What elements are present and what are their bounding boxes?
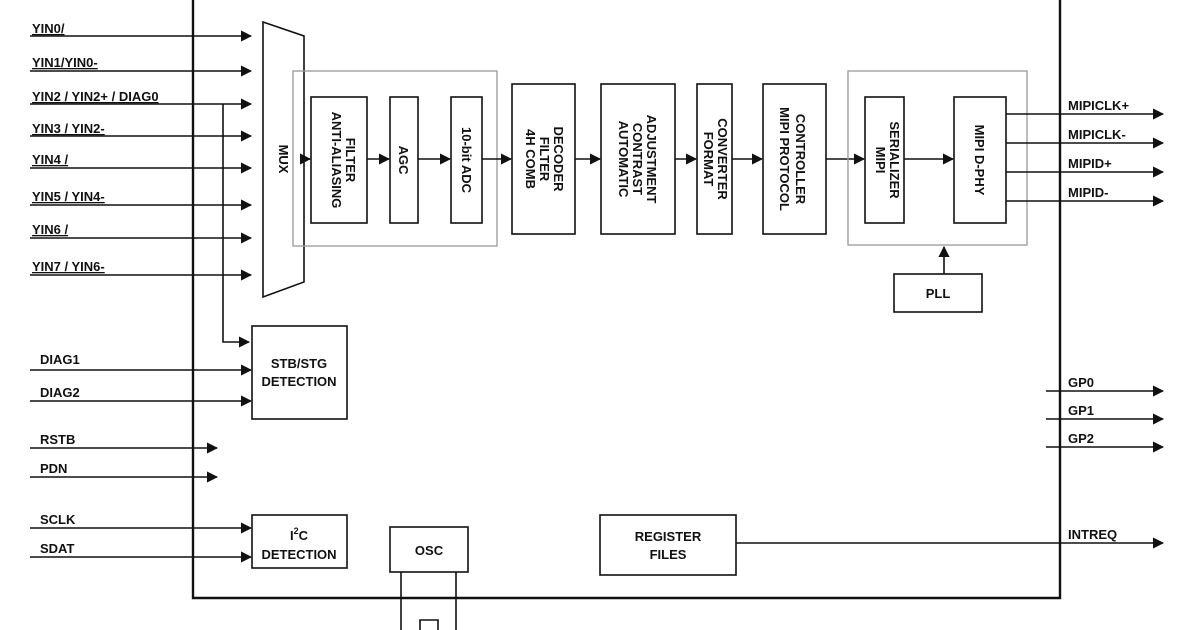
label-mipid-p: MIPID+ [1068,156,1112,171]
stb-stg-line1: STB/STG [271,356,327,371]
output-labels: MIPICLK+ MIPICLK- MIPID+ MIPID- GP0 GP1 … [1068,98,1129,542]
mux-label: MUX [276,145,291,174]
label-yin1: YIN1/YIN0- [32,55,98,70]
contrast-box [600,83,676,235]
mipi-dphy-label: MIPI D-PHY [972,125,987,196]
comb-filter-line1: 4H COMB [523,129,538,189]
input-wires [30,30,253,563]
contrast-line2: CONTRAST [630,123,645,195]
osc-block: OSC [389,526,469,630]
mux-block: MUX [262,20,305,299]
pll-box [893,273,983,313]
osc-box [389,526,469,573]
label-yin2: YIN2 / YIN2+ / DIAG0 [32,89,159,104]
format-line1: FORMAT [701,132,716,187]
adc-block: 10-bit ADC [450,96,483,224]
label-diag2: DIAG2 [40,385,80,400]
label-yin0: YIN0/ [32,21,65,36]
label-pdn: PDN [40,461,67,476]
mipi-output-group [847,70,1028,246]
label-yin6: YIN6 / [32,222,69,237]
anti-aliasing-filter-block: ANTI-ALIASING FILTER [310,96,368,224]
stb-stg-box [251,325,348,420]
label-sclk: SCLK [40,512,76,527]
mipi-dphy-box [953,96,1007,224]
comb-filter-decoder-block: 4H COMB FILTER DECODER [511,83,576,235]
input-labels: YIN0/ YIN1/YIN0- YIN2 / YIN2+ / DIAG0 YI… [32,21,159,556]
osc-crystal [419,619,439,630]
adc-box [450,96,483,224]
chip-outline [191,0,1062,600]
contrast-line1: AUTOMATIC [616,121,631,198]
i2c-detection-block: I2C DETECTION [251,514,348,569]
label-gp1: GP1 [1068,403,1094,418]
format-box [696,83,733,235]
stb-stg-detection-block: STB/STG DETECTION [251,325,348,420]
anti-aliasing-line1: ANTI-ALIASING [329,112,344,209]
agc-block: AGC [389,96,419,224]
comb-filter-box [511,83,576,235]
anti-aliasing-line2: FILTER [343,138,358,183]
i2c-line1: I2C [290,526,309,543]
label-mipiclk-p: MIPICLK+ [1068,98,1129,113]
i2c-c: C [299,528,309,543]
i2c-superscript: 2 [294,526,299,536]
label-rstb: RSTB [40,432,75,447]
label-sdat: SDAT [40,541,74,556]
anti-aliasing-box [310,96,368,224]
mipi-serializer-block: MIPI SERIALIZER [864,96,905,224]
format-line2: CONVERTER [715,118,730,200]
mipi-protocol-box [762,83,827,235]
label-gp0: GP0 [1068,375,1094,390]
label-yin3: YIN3 / YIN2- [32,121,105,136]
mipi-serializer-box [864,96,905,224]
i2c-line2: DETECTION [261,547,336,562]
label-yin5: YIN5 / YIN4- [32,189,105,204]
pll-block: PLL [893,245,983,313]
agc-box [389,96,419,224]
contrast-line3: ADJUSTMENT [644,115,659,204]
pll-label: PLL [926,286,951,301]
mux-shape [262,20,305,299]
i2c-box [251,514,348,569]
mipi-protocol-controller-block: MIPI PROTOCOL CONTROLLER [762,83,827,235]
label-yin4: YIN4 / [32,152,69,167]
label-yin7: YIN7 / YIN6- [32,259,105,274]
mipi-serializer-line1: MIPI [873,147,888,174]
mipi-serializer-line2: SERIALIZER [887,121,902,199]
mipi-output-wires [1006,108,1165,207]
label-gp2: GP2 [1068,431,1094,446]
agc-label: AGC [396,146,411,176]
stb-stg-line2: DETECTION [261,374,336,389]
label-mipid-n: MIPID- [1068,185,1108,200]
comb-filter-line3: DECODER [551,126,566,192]
mipi-protocol-line2: CONTROLLER [793,114,808,205]
register-files-box [599,514,737,576]
wire-diag0-tap [222,104,251,348]
format-converter-block: FORMAT CONVERTER [696,83,733,235]
comb-filter-line2: FILTER [537,137,552,182]
gp-output-wires [1046,385,1165,453]
adc-label: 10-bit ADC [459,127,474,194]
contrast-adjustment-block: AUTOMATIC CONTRAST ADJUSTMENT [600,83,676,235]
osc-label: OSC [415,543,444,558]
label-mipiclk-n: MIPICLK- [1068,127,1126,142]
label-intreq: INTREQ [1068,527,1117,542]
label-diag1: DIAG1 [40,352,80,367]
mipi-protocol-line1: MIPI PROTOCOL [777,107,792,211]
register-line1: REGISTER [635,529,702,544]
mipi-dphy-block: MIPI D-PHY [953,96,1007,224]
register-files-block: REGISTER FILES [599,514,1165,576]
register-line2: FILES [650,547,687,562]
i2c-i: I [290,528,294,543]
